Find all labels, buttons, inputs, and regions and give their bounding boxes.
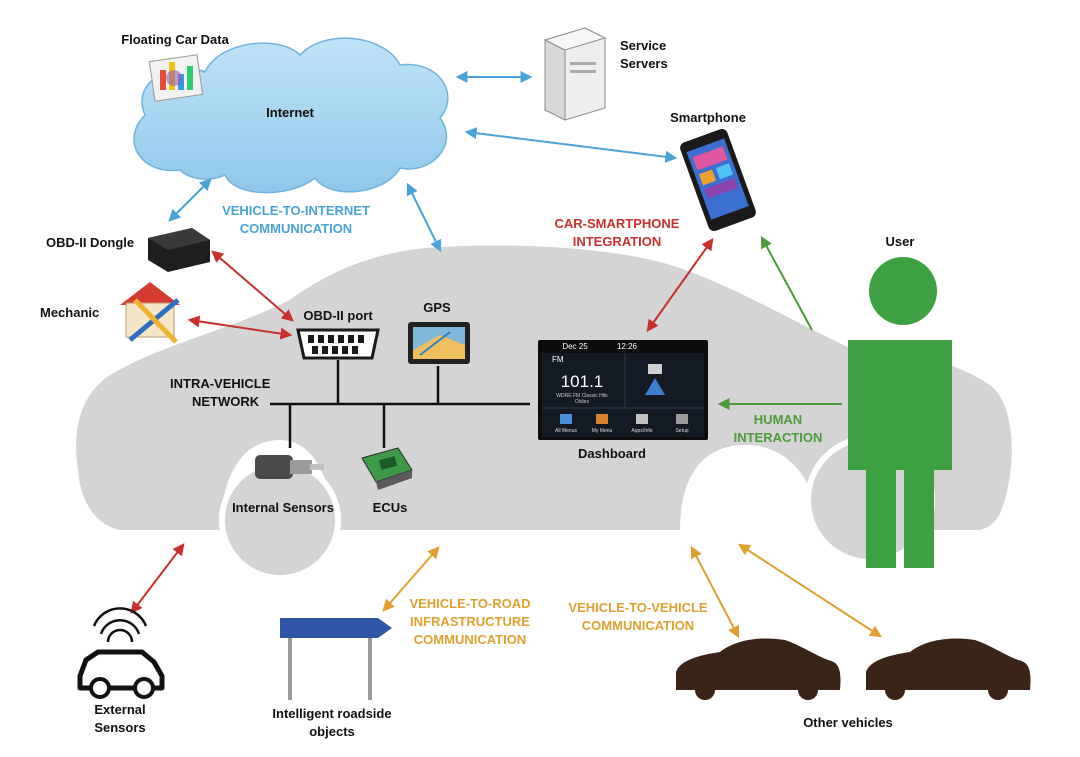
external-sensors-label-1: External [94,702,145,717]
dash-menu-my: My Menu [592,428,613,434]
floating-car-data-icon [148,54,204,102]
gps-label: GPS [423,300,451,315]
arrow-road-infrastructure [382,546,440,612]
car-smartphone-label-2: INTEGRATION [573,234,662,249]
smartphone-label: Smartphone [670,110,746,125]
internal-sensors-icon [255,455,324,479]
arrow-internet-smartphone [464,127,678,163]
arrow-external-sensors [130,543,185,614]
external-sensors-icon [77,607,165,699]
obd-dongle-label: OBD-II Dongle [46,235,134,250]
internet-label: Internet [266,105,314,120]
car-smartphone-label-1: CAR-SMARTPHONE [555,216,680,231]
internal-sensors-label: Internal Sensors [232,500,334,515]
v2v-label-2: COMMUNICATION [582,618,694,633]
server-icon [543,27,607,121]
gps-icon [408,322,470,364]
arrow-v2v-2 [737,543,883,638]
v2i-label-1: VEHICLE-TO-INTERNET [222,203,370,218]
roadside-label-1: Intelligent roadside [272,706,391,721]
dash-frequency: 101.1 [561,372,604,391]
ecus-label: ECUs [373,500,408,515]
obd-dongle-icon [148,228,210,272]
dash-time: 12:26 [617,342,638,351]
other-vehicles-label: Other vehicles [803,715,893,730]
user-figure [848,257,952,568]
v2v-label-1: VEHICLE-TO-VEHICLE [568,600,707,615]
human-interaction-label-1: HUMAN [754,412,802,427]
roadside-label-2: objects [309,724,355,739]
arrow-mechanic-obd [187,315,293,340]
intra-vehicle-label-2: NETWORK [192,394,260,409]
dashboard-icon [538,340,708,440]
human-interaction-label-2: INTERACTION [734,430,823,445]
roadside-sign-icon [280,618,392,700]
obd-port-icon [296,328,380,360]
mechanic-icon [120,282,180,344]
obd-port-label: OBD-II port [303,308,373,323]
v2r-label-2: INFRASTRUCTURE [410,614,530,629]
arrow-dashboard-smartphone [646,238,714,332]
smartphone-icon [680,128,756,232]
floating-car-data-label: Floating Car Data [121,32,229,47]
arrow-v2v-1 [690,545,740,639]
intra-vehicle-bus [270,360,530,448]
arrow-internet-car [406,182,442,253]
arrow-internet-dongle [168,178,212,222]
dash-menu-all: All Menus [555,428,577,434]
dash-fm: FM [552,355,564,364]
dash-date: Dec 25 [562,342,588,351]
v2r-label-1: VEHICLE-TO-ROAD [409,596,530,611]
dash-station-1: WDRE FM Classic Hits [556,393,608,399]
service-servers-label-1: Service [620,38,666,53]
external-sensors-label-2: Sensors [94,720,145,735]
dash-menu-apps: Apps/Info [631,428,652,434]
user-label: User [886,234,915,249]
dashboard-label: Dashboard [578,446,646,461]
v2r-label-3: COMMUNICATION [414,632,526,647]
arrow-dongle-obd [211,250,294,322]
dash-menu-setup: Setup [675,428,688,434]
intra-vehicle-label-1: INTRA-VEHICLE [170,376,271,391]
mechanic-label: Mechanic [40,305,99,320]
other-vehicle-1 [676,638,841,700]
other-vehicle-2 [866,638,1031,700]
service-servers-label-2: Servers [620,56,668,71]
arrow-user-smartphone [760,235,813,331]
dash-station-2: Oldies [575,399,590,405]
v2i-label-2: COMMUNICATION [240,221,352,236]
ecu-icon [361,447,413,490]
rear-wheel [219,459,341,581]
